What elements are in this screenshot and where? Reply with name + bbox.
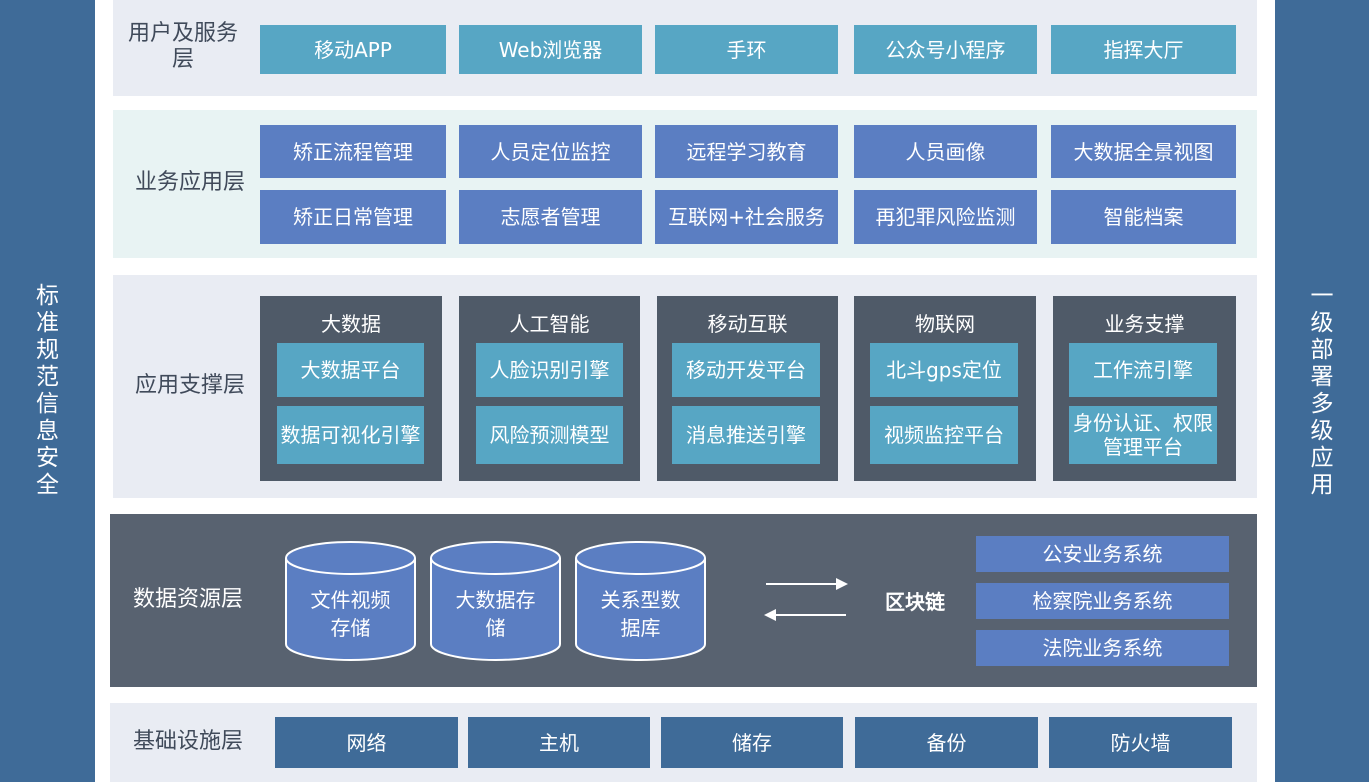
infra-item-host: 主机 — [468, 717, 650, 768]
cylinder-file-video-label: 文件视频存储 — [310, 588, 391, 640]
support-group-ai-title: 人工智能 — [509, 312, 590, 336]
support-item-mobile-dev-platform: 移动开发平台 — [672, 343, 820, 397]
system-procuratorate: 检察院业务系统 — [976, 583, 1229, 619]
support-item-face-recognition: 人脸识别引擎 — [476, 343, 623, 397]
support-group-iot-title: 物联网 — [915, 312, 975, 336]
business-item-bigdata-view: 大数据全景视图 — [1051, 125, 1236, 178]
support-group-mobile-title: 移动互联 — [707, 312, 788, 336]
bigdata-storage-cylinder-icon — [430, 541, 561, 661]
business-item-daily-management: 矫正日常管理 — [260, 190, 446, 244]
infra-item-storage: 储存 — [661, 717, 843, 768]
file-video-storage-cylinder-icon — [285, 541, 416, 661]
support-group-bigdata-title: 大数据 — [321, 312, 381, 336]
business-item-correction-process: 矫正流程管理 — [260, 125, 446, 178]
cylinder-relational-db-label: 关系型数据库 — [600, 588, 681, 640]
business-item-volunteer-management: 志愿者管理 — [459, 190, 642, 244]
cylinder-bigdata-label: 大数据存储 — [455, 588, 536, 640]
business-layer-title: 业务应用层 — [134, 170, 245, 195]
user-layer-title: 用户及服务层 — [128, 21, 239, 72]
right-side-pillar: 一级部署 多级应用 — [1275, 0, 1369, 782]
business-item-remote-education: 远程学习教育 — [655, 125, 838, 178]
data-layer-title: 数据资源层 — [132, 587, 243, 612]
exchange-arrows-icon — [764, 578, 848, 621]
right-side-label: 一级部署 多级应用 — [1310, 283, 1334, 498]
support-item-workflow-engine: 工作流引擎 — [1069, 343, 1217, 397]
relational-database-cylinder-icon — [575, 541, 706, 661]
left-side-label: 标准规范 信息安全 — [36, 283, 59, 498]
left-side-pillar: 标准规范 信息安全 — [0, 0, 95, 782]
support-group-business-title: 业务支撑 — [1104, 312, 1185, 336]
business-item-person-profile: 人员画像 — [854, 125, 1037, 178]
infra-item-network: 网络 — [275, 717, 458, 768]
user-item-mobile-app: 移动APP — [260, 25, 446, 74]
infra-layer-title: 基础设施层 — [132, 729, 243, 754]
user-item-command-hall: 指挥大厅 — [1051, 25, 1236, 74]
support-item-beidou-gps: 北斗gps定位 — [870, 343, 1018, 397]
support-item-push-engine: 消息推送引擎 — [672, 406, 820, 464]
infra-item-firewall: 防火墙 — [1049, 717, 1232, 768]
user-item-mini-program: 公众号小程序 — [854, 25, 1037, 74]
system-police: 公安业务系统 — [976, 536, 1229, 572]
blockchain-label: 区块链 — [885, 589, 945, 614]
user-item-web-browser: Web浏览器 — [459, 25, 642, 74]
business-item-smart-archive: 智能档案 — [1051, 190, 1236, 244]
infra-item-backup: 备份 — [855, 717, 1038, 768]
support-item-video-surveillance: 视频监控平台 — [870, 406, 1018, 464]
support-item-visualization-engine: 数据可视化引擎 — [277, 406, 424, 464]
support-layer-title: 应用支撑层 — [134, 373, 245, 398]
business-item-internet-social-service: 互联网+社会服务 — [655, 190, 838, 244]
support-item-bigdata-platform: 大数据平台 — [277, 343, 424, 397]
system-court: 法院业务系统 — [976, 630, 1229, 666]
support-item-auth-platform: 身份认证、权限管理平台 — [1069, 406, 1217, 464]
business-item-recidivism-risk: 再犯罪风险监测 — [854, 190, 1037, 244]
support-item-risk-model: 风险预测模型 — [476, 406, 623, 464]
user-item-wristband: 手环 — [655, 25, 838, 74]
business-item-location-monitor: 人员定位监控 — [459, 125, 642, 178]
